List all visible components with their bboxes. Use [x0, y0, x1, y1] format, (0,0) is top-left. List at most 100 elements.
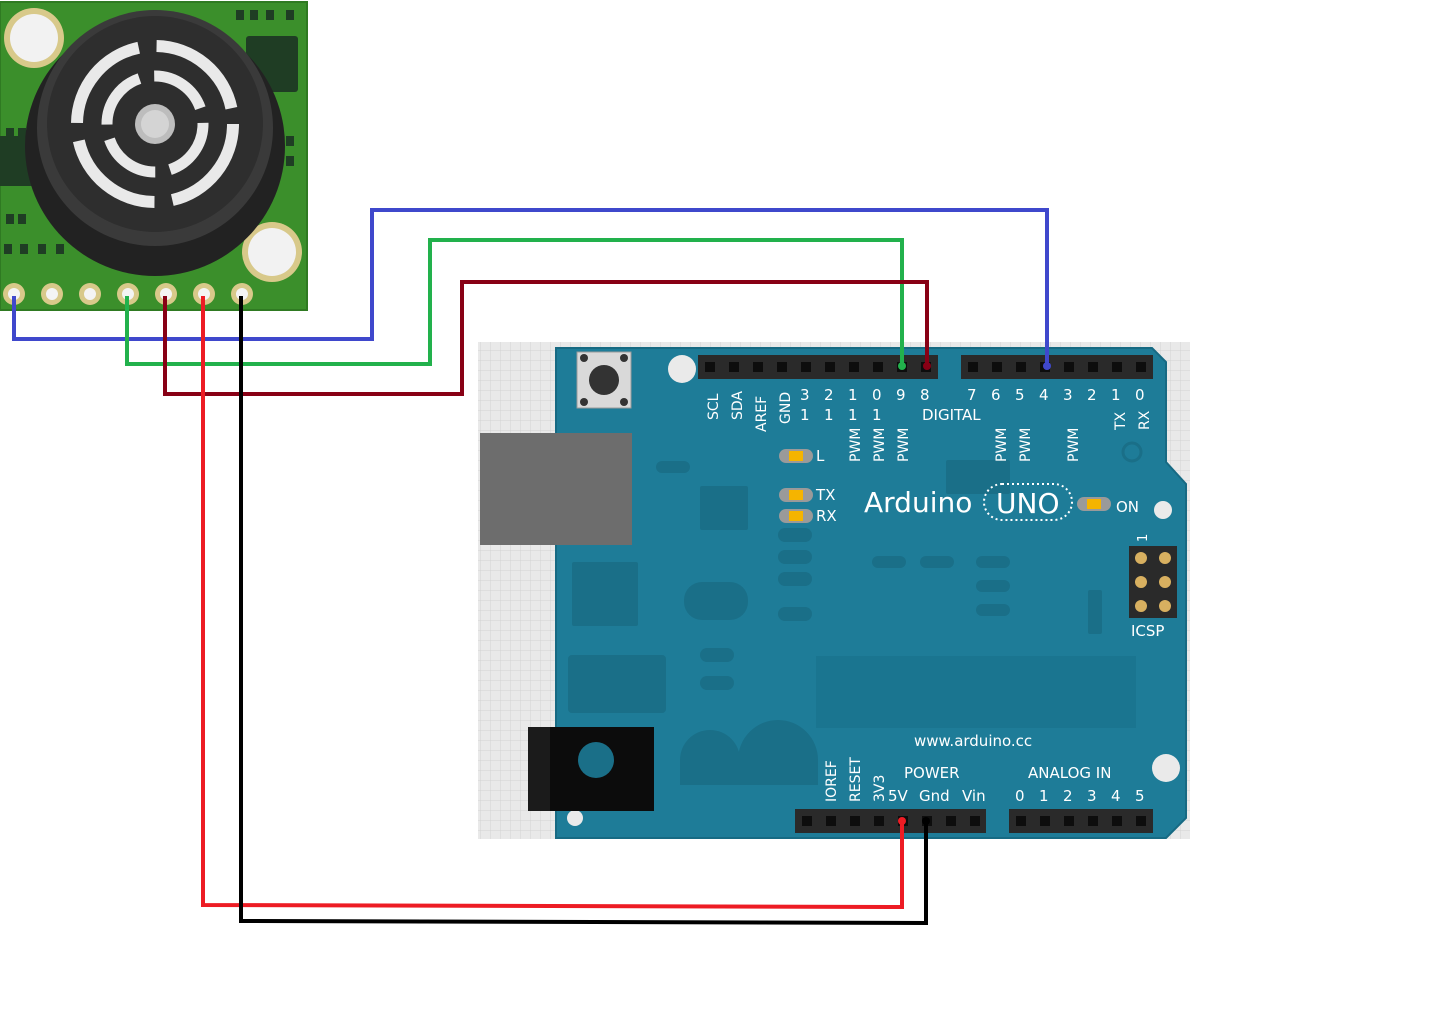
header-socket [874, 816, 884, 826]
mount-hole [1154, 501, 1172, 519]
uno-oval [983, 483, 1073, 521]
led-l-label: L [816, 447, 825, 465]
led-rx-label: RX [816, 507, 837, 525]
ioref-label: IOREF [824, 760, 840, 802]
ultrasonic-sensor [0, 1, 308, 311]
header-socket [850, 816, 860, 826]
header-socket [777, 362, 787, 372]
icsp-pin [1135, 600, 1147, 612]
power-label: POWER [904, 764, 960, 782]
digital-header-right [961, 355, 1153, 379]
pin-13-top: 3 [800, 386, 810, 404]
sensor-pins [3, 283, 253, 305]
icsp-pin [1159, 576, 1171, 588]
board-components [568, 441, 1143, 785]
mount-hole [1152, 754, 1180, 782]
pin-7-label: 7 [967, 386, 977, 404]
mount-hole [567, 810, 583, 826]
icsp-pin [1159, 600, 1171, 612]
header-socket [802, 816, 812, 826]
pin-9-top: 9 [896, 386, 906, 404]
header-socket [1112, 362, 1122, 372]
gnd-label: GND [778, 392, 794, 424]
website-label: www.arduino.cc [914, 732, 1032, 750]
header-socket [753, 362, 763, 372]
reset-button[interactable] [576, 351, 632, 409]
icsp-pin [1159, 552, 1171, 564]
wire-blue [12, 208, 1049, 366]
5v-label: 5V [888, 787, 909, 805]
led-on-label: ON [1116, 498, 1139, 516]
a2-label: 2 [1063, 787, 1073, 805]
pin-2-label: 2 [1087, 386, 1097, 404]
arduino-board: L TX RX ON Arduino UNO DIGITAL www.ardui… [480, 347, 1187, 839]
led-tx-label: TX [815, 486, 835, 504]
led-on [1077, 497, 1111, 511]
pin-5-label: 5 [1015, 386, 1025, 404]
header-socket [1064, 816, 1074, 826]
header-socket [1016, 816, 1026, 826]
pin-4-label: 4 [1039, 386, 1049, 404]
header-socket [970, 816, 980, 826]
3v3-label: 3V3 [872, 775, 888, 802]
pin-12-bottom: 1 [824, 406, 834, 424]
vin-label: Vin [962, 787, 986, 805]
pin-11-bottom: 1 [848, 406, 858, 424]
icsp-pin [1135, 552, 1147, 564]
usb-connector [480, 433, 632, 545]
led-tx [779, 488, 813, 502]
header-socket [968, 362, 978, 372]
transducer [25, 10, 285, 276]
led-rx [779, 509, 813, 523]
pin-8-top: 8 [920, 386, 930, 404]
icsp-header [1129, 546, 1177, 618]
pin-3-label: 3 [1063, 386, 1073, 404]
header-socket [1136, 362, 1146, 372]
a3-label: 3 [1087, 787, 1097, 805]
header-socket [1088, 816, 1098, 826]
pin-0-label: 0 [1135, 386, 1145, 404]
header-socket [1064, 362, 1074, 372]
icsp-pin [1135, 576, 1147, 588]
a4-label: 4 [1111, 787, 1121, 805]
header-socket [825, 362, 835, 372]
header-socket [1016, 362, 1026, 372]
sda-label: SDA [730, 391, 746, 420]
tx-pin-label: TX [1113, 411, 1129, 431]
icsp-pin1-label: 1 [1136, 534, 1151, 542]
pwm-6-label: PWM [994, 428, 1010, 462]
pwm-11-label: PWM [848, 428, 864, 462]
header-socket [1136, 816, 1146, 826]
header-socket [873, 362, 883, 372]
header-socket [1088, 362, 1098, 372]
sensor-pin-hole [84, 288, 96, 300]
pin-1-label: 1 [1111, 386, 1121, 404]
pwm-9-label: PWM [896, 428, 912, 462]
header-socket [705, 362, 715, 372]
reset-label: RESET [848, 757, 864, 802]
pwm-10-label: PWM [872, 428, 888, 462]
wire-black [239, 296, 928, 926]
brand-label: Arduino [864, 486, 972, 519]
gnd-pin-label: Gnd [919, 787, 950, 805]
analog-header [1009, 809, 1153, 833]
header-socket [1040, 816, 1050, 826]
wire-green [125, 238, 904, 366]
header-socket [729, 362, 739, 372]
pwm-3-label: PWM [1066, 428, 1082, 462]
pwm-5-label: PWM [1018, 428, 1034, 462]
header-socket [1112, 816, 1122, 826]
wire-red [201, 296, 904, 910]
wire-darkred [163, 280, 929, 396]
pin-12-top: 2 [824, 386, 834, 404]
header-socket [992, 362, 1002, 372]
pin-6-label: 6 [991, 386, 1001, 404]
pin-10-top: 0 [872, 386, 882, 404]
header-socket [826, 816, 836, 826]
icsp-label: ICSP [1131, 622, 1164, 640]
header-socket [801, 362, 811, 372]
header-socket [849, 362, 859, 372]
sensor-pin-hole [8, 288, 20, 300]
power-header [795, 809, 986, 833]
